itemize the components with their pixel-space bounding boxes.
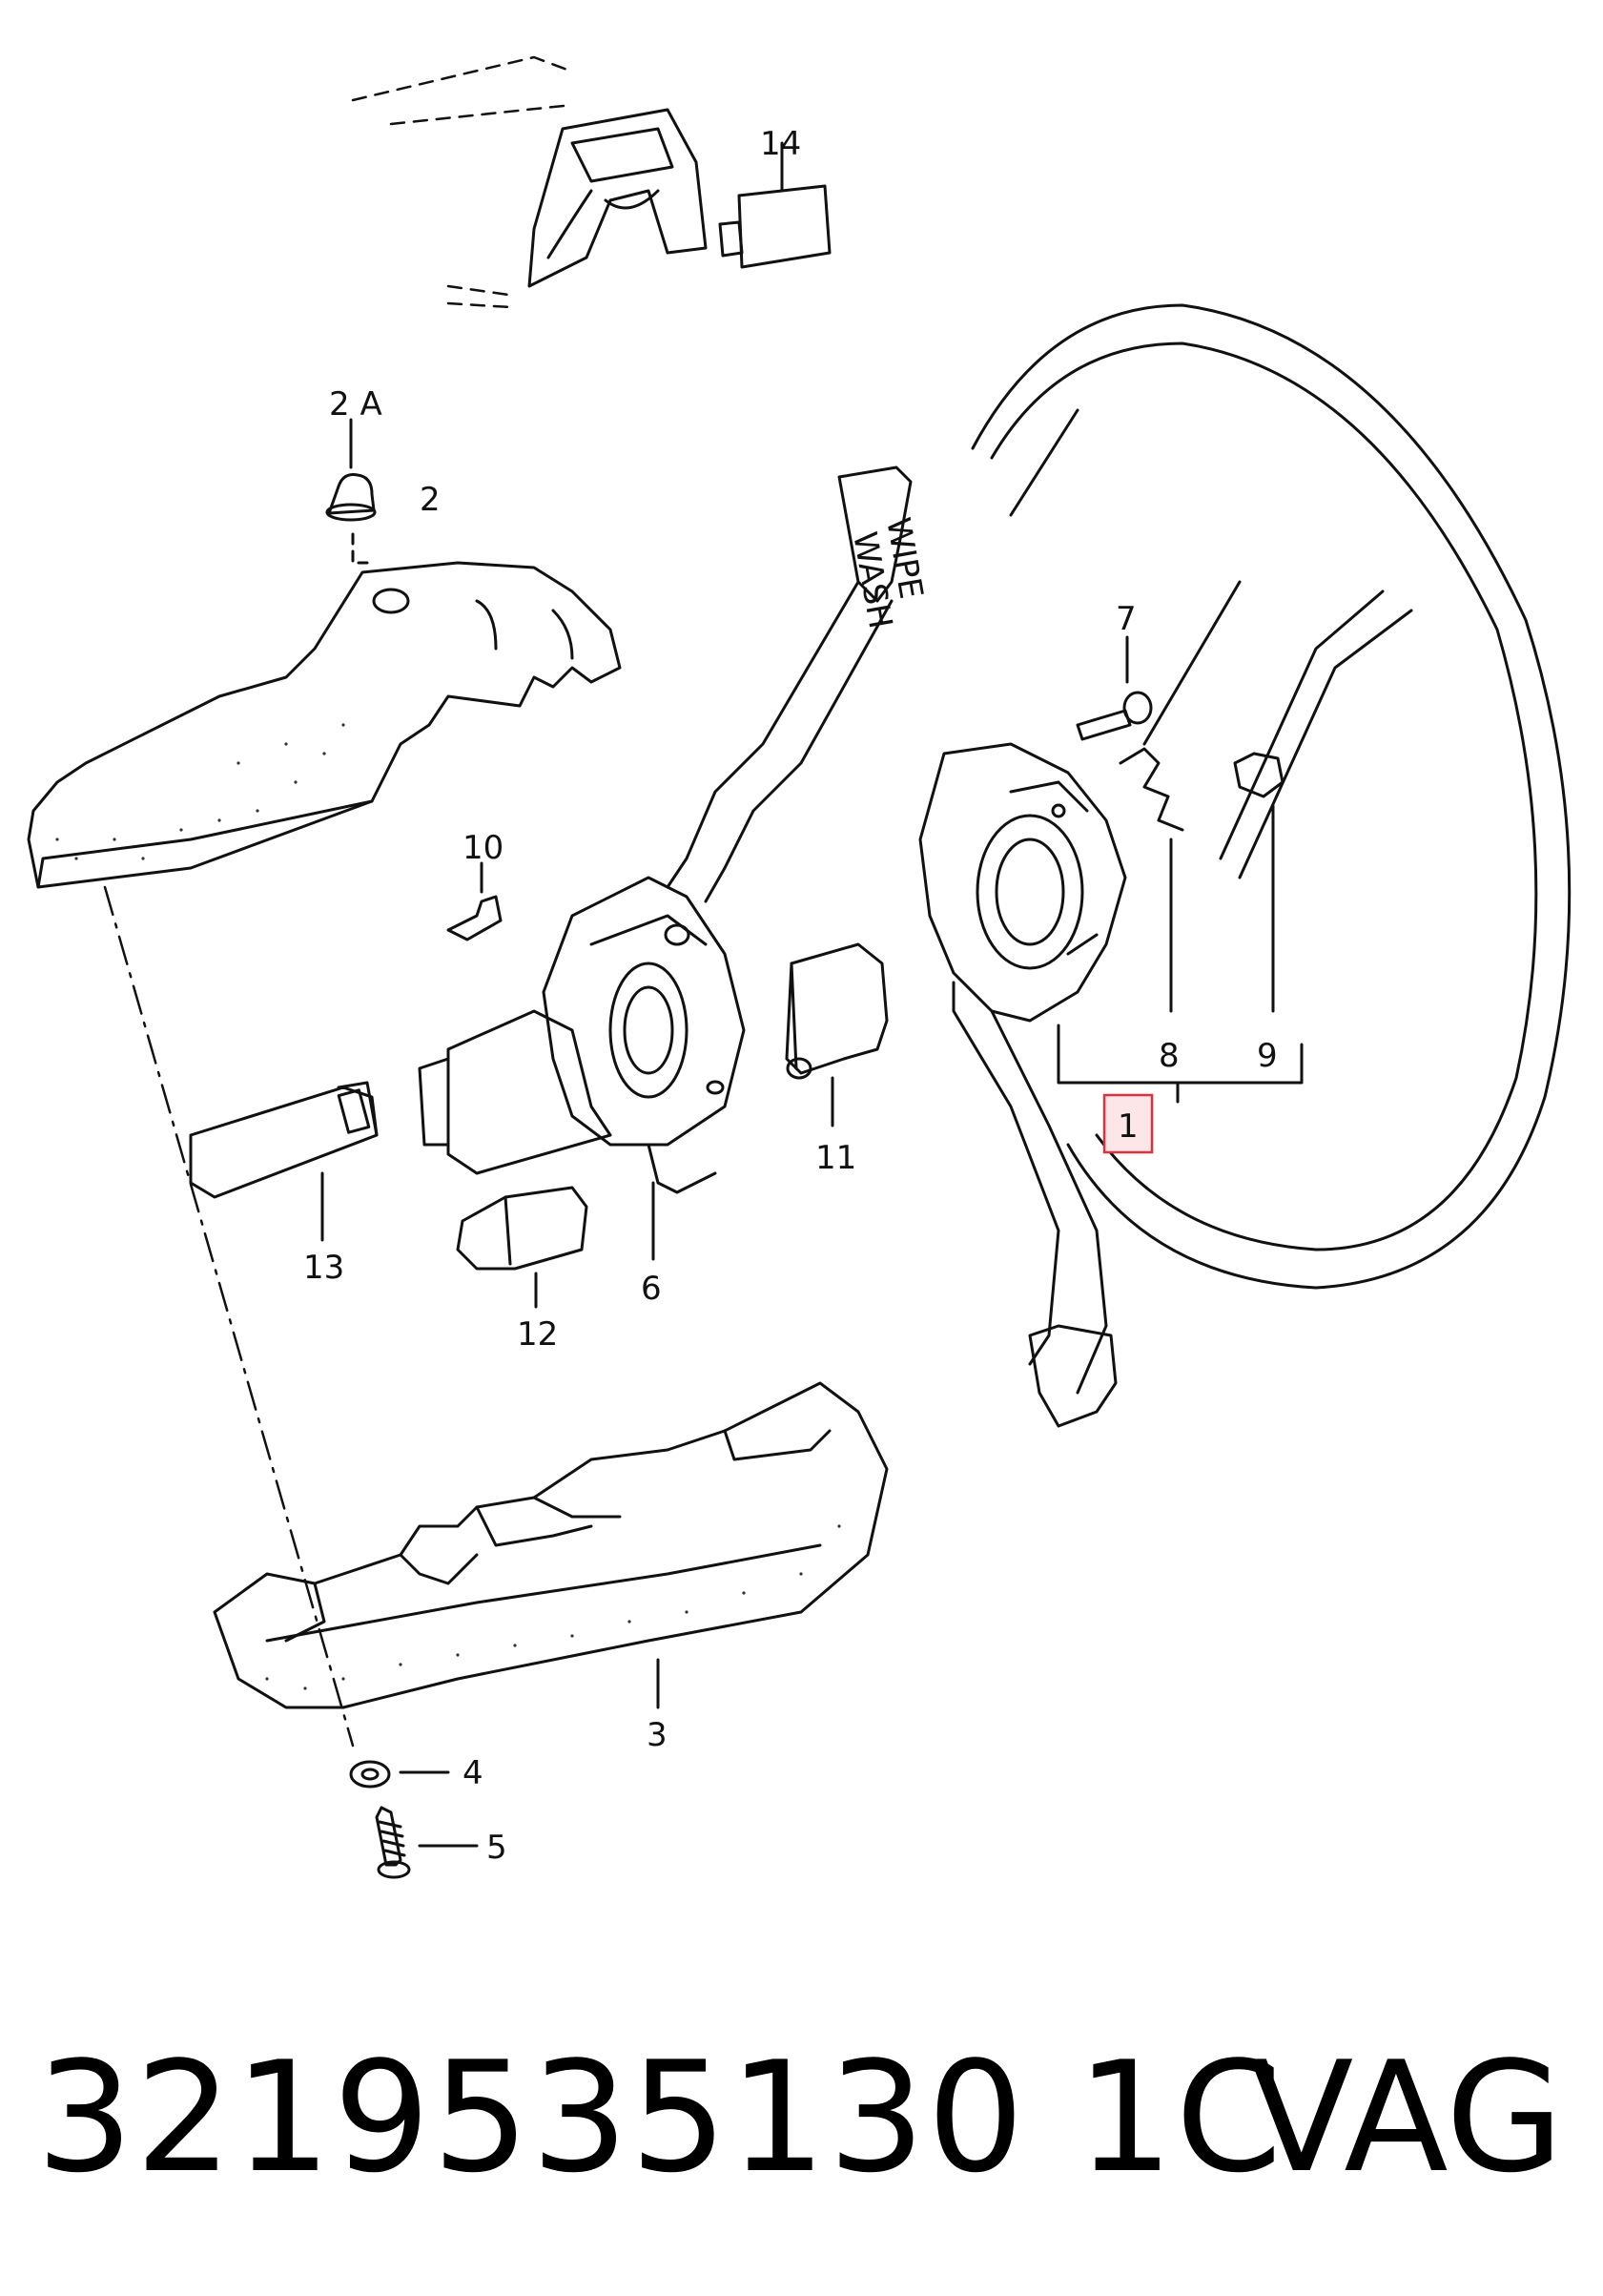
callout-11: 11 xyxy=(815,1139,856,1177)
part-7-bolt xyxy=(1076,635,1153,741)
part-4-washer xyxy=(349,1760,450,1789)
brand-name: VAG xyxy=(1249,2028,1564,2206)
callout-7: 7 xyxy=(1116,600,1137,638)
callout-5: 5 xyxy=(486,1829,507,1867)
assembly-axis-line xyxy=(103,885,355,1748)
part-10-clip xyxy=(446,861,503,941)
callout-4: 4 xyxy=(462,1754,483,1792)
callout-1: 1 xyxy=(1118,1107,1139,1146)
part-1-turn-signal-switch xyxy=(918,742,1127,1428)
callout-14: 14 xyxy=(760,125,801,163)
dashboard-outline xyxy=(351,55,574,309)
callout-13: 13 xyxy=(303,1249,344,1287)
steering-wheel xyxy=(971,303,1572,1290)
part-6-combination-switch xyxy=(418,465,913,1261)
part-2-upper-column-cover xyxy=(27,561,622,889)
callout-6: 6 xyxy=(641,1270,662,1308)
part-5-screw xyxy=(375,1806,479,1879)
part-number: 3219535130 1C xyxy=(36,2028,1284,2206)
callout-2: 2 xyxy=(420,481,441,519)
part-3-lower-column-cover xyxy=(213,1381,889,1709)
cover-texture xyxy=(55,723,841,1690)
callout-2a: 2 A xyxy=(329,385,382,424)
part-8-spring xyxy=(1119,747,1184,1013)
part-13-connector xyxy=(189,1081,379,1242)
upper-shroud-bracket xyxy=(527,108,708,288)
callout-12: 12 xyxy=(517,1315,558,1354)
callout-3: 3 xyxy=(647,1716,668,1754)
part-1-group-bracket xyxy=(1057,1024,1304,1104)
part-11-cover xyxy=(785,942,889,1127)
callout-10: 10 xyxy=(462,829,504,867)
part-footer: 3219535130 1C VAG xyxy=(0,2022,1603,2213)
part-14-cover-plate xyxy=(718,141,832,269)
part-2a-clip xyxy=(325,418,377,565)
callout-8: 8 xyxy=(1159,1037,1180,1075)
part-9-clip xyxy=(1233,752,1284,1013)
callout-9: 9 xyxy=(1257,1037,1278,1075)
part-1-highlight-box[interactable] xyxy=(1102,1093,1154,1154)
part-12-connector xyxy=(456,1186,588,1309)
